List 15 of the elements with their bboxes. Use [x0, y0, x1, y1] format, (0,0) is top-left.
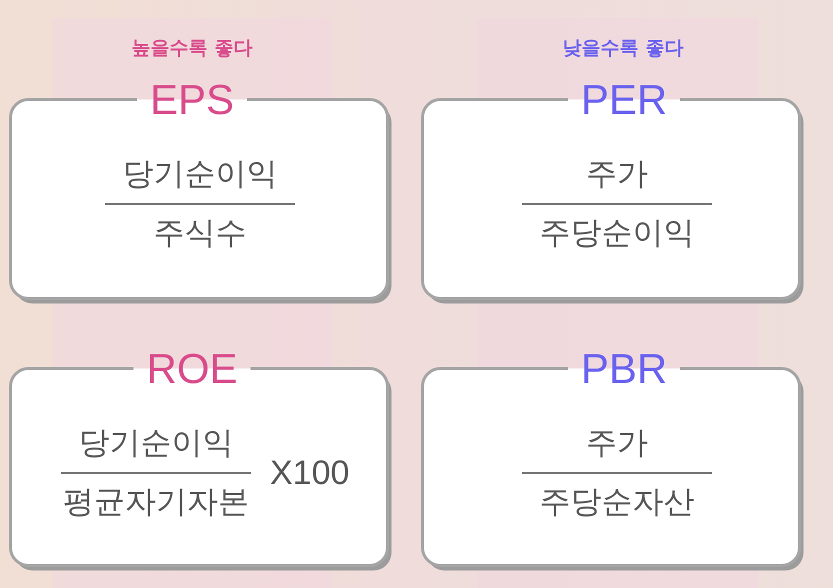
numerator-text: 당기순이익	[122, 159, 278, 190]
denominator-text: 주당순이익	[540, 218, 694, 249]
card-title: EPS	[150, 78, 234, 120]
card-title: PER	[580, 78, 668, 120]
numerator-text: 당기순이익	[78, 428, 234, 459]
multiplier-text: X100	[270, 456, 350, 490]
numerator-text: 주가	[586, 428, 648, 459]
denominator-text: 주당순자산	[540, 487, 694, 518]
numerator-text: 주가	[586, 159, 648, 190]
card-title: PBR	[580, 348, 668, 390]
card-title: ROE	[146, 348, 238, 390]
denominator-text: 평균자기자본	[63, 487, 249, 518]
denominator-text: 주식수	[154, 218, 246, 249]
column-heading: 낮을수록 좋다	[562, 39, 684, 58]
column-heading: 높을수록 좋다	[132, 39, 252, 58]
